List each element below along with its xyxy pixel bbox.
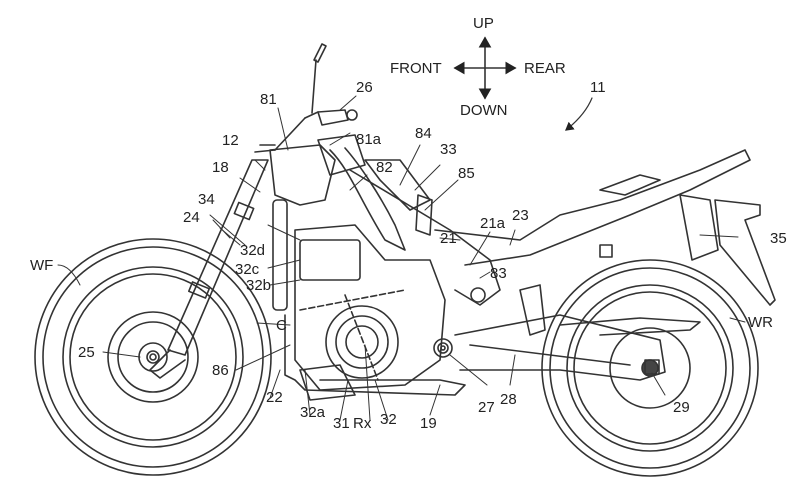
ref-label: 24 — [183, 209, 200, 226]
ref-label: 19 — [420, 415, 437, 432]
ref-label: 82 — [376, 159, 393, 176]
ref-label: 85 — [458, 165, 475, 182]
ref-label: 32 — [380, 411, 397, 428]
rear-fender-35 — [714, 199, 776, 306]
pivot — [470, 287, 486, 303]
ref-label: 81a — [356, 131, 382, 148]
ref-label: 12 — [222, 132, 239, 149]
leader-lines — [57, 95, 746, 421]
ref-label: 84 — [415, 125, 432, 142]
ref-label: 21a — [480, 215, 506, 232]
front-wheel — [34, 238, 272, 476]
ref-label: 32a — [300, 404, 326, 421]
ref-label: 86 — [212, 362, 229, 379]
ref-label: 27 — [478, 399, 495, 416]
front-fork — [149, 144, 276, 379]
radiator — [272, 199, 288, 311]
skid-plate — [299, 364, 356, 401]
handlebar — [274, 43, 358, 151]
main-frame — [349, 169, 501, 306]
ref-label: 22 — [266, 389, 283, 406]
ref-label: 29 — [673, 399, 690, 416]
ref-label: 28 — [500, 391, 517, 408]
ref-label: 31 — [333, 415, 350, 432]
ref-label: 33 — [440, 141, 457, 158]
ref-label: 83 — [490, 265, 507, 282]
ref-label: 21 — [440, 230, 457, 247]
ref-label: 26 — [356, 79, 373, 96]
ref-label: 34 — [198, 191, 215, 208]
ref-label: 11 — [590, 79, 606, 96]
ref-label: 32d — [240, 242, 266, 259]
direction-rear: REAR — [524, 60, 566, 77]
direction-indicator — [453, 36, 517, 100]
exhaust-pipe — [284, 314, 466, 396]
rear-rack — [599, 174, 661, 196]
ref-label: 18 — [212, 159, 229, 176]
leader-11 — [565, 97, 593, 131]
direction-down: DOWN — [460, 102, 508, 119]
ref-label: 23 — [512, 207, 529, 224]
ref-label: WR — [748, 314, 773, 331]
ref-label: 32c — [235, 261, 260, 278]
ref-label: Rx — [353, 415, 372, 432]
bolt — [599, 244, 613, 258]
direction-up: UP — [473, 15, 494, 32]
air-box — [317, 134, 366, 176]
tank-front — [364, 159, 431, 211]
component-85 — [415, 194, 433, 236]
rear-wheel — [541, 259, 759, 477]
ref-label: 81 — [260, 91, 277, 108]
ref-label: C — [276, 317, 287, 334]
intake-duct — [329, 147, 406, 251]
engine — [294, 224, 453, 391]
taillight-box — [679, 194, 719, 261]
direction-front: FRONT — [390, 60, 442, 77]
ref-label: 35 — [770, 230, 787, 247]
ref-label: WF — [30, 257, 54, 274]
ref-label: 25 — [78, 344, 95, 361]
ref-label: 32b — [246, 277, 272, 294]
front-cowl — [269, 144, 336, 206]
seat — [434, 149, 751, 266]
shock-mount — [519, 284, 546, 336]
swingarm — [454, 314, 701, 381]
